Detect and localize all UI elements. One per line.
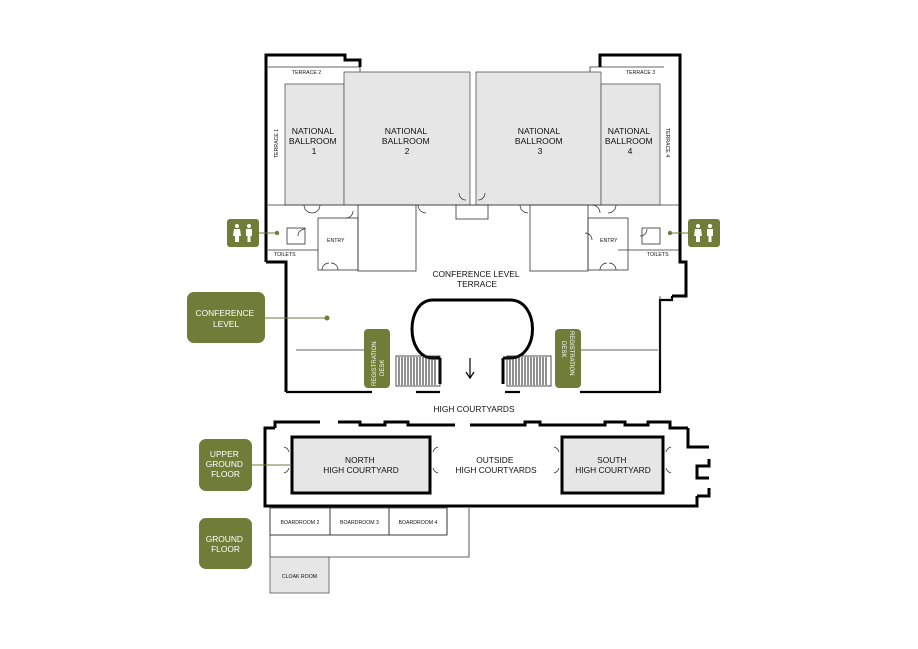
- north-courtyard-line2: HIGH COURTYARD: [323, 465, 399, 475]
- svg-text:CONFERENCE LEVEL: CONFERENCE LEVEL: [196, 308, 257, 329]
- ground-floor-plan: BOARDROOM 2 BOARDROOM 3 BOARDROOM 4 CLOA…: [269, 507, 470, 594]
- cloak-room: [269, 556, 330, 594]
- down-arrow-icon: [465, 358, 475, 380]
- svg-text:UPPER GROUND FLOOR: UPPER GROUND FLOOR: [206, 449, 246, 479]
- svg-text:CONFERENCE LEVEL TERRACE: CONFERENCE LEVEL TERRACE: [432, 269, 521, 289]
- south-high-courtyard: [560, 435, 665, 495]
- ground-floor-badge: GROUND FLOOR: [199, 518, 252, 569]
- registration-desk-left-line2: DESK: [380, 360, 386, 376]
- cloak-room-label: CLOAK ROOM: [282, 574, 317, 580]
- upper-ground-floor-plan: NORTH HIGH COURTYARD SOUTH HIGH COURTYAR…: [263, 420, 711, 508]
- boardroom-4: [388, 507, 448, 536]
- restroom-icon: [233, 224, 252, 242]
- high-courtyards-label: HIGH COURTYARDS: [433, 404, 515, 414]
- ballroom-1-number: 1: [312, 146, 317, 156]
- ballroom-3: [475, 71, 602, 206]
- foyer-block-right: [529, 204, 589, 272]
- svg-text:NATIONAL BALLROOM: NATIONAL BALLROOM 4: [605, 126, 655, 156]
- restroom-icon: [694, 224, 713, 242]
- svg-text:NATIONAL BALLROOM: NATIONAL BALLROOM 1: [289, 126, 339, 156]
- conference-level-line1: CONFERENCE: [196, 308, 255, 318]
- upper-ground-floor-badge: UPPER GROUND FLOOR: [199, 439, 290, 491]
- entry-right-label: ENTRY: [600, 238, 618, 244]
- ballroom-3-line2: BALLROOM: [515, 136, 563, 146]
- svg-text:OUTSIDE HIGH COURTYARDS: OUTSIDE HIGH COURTYARDS: [455, 455, 537, 475]
- svg-text:NATIONAL BALLROOM: NATIONAL BALLROOM 2: [382, 126, 432, 156]
- south-courtyard-line2: HIGH COURTYARD: [575, 465, 651, 475]
- registration-desk-right-line2: DESK: [560, 341, 566, 357]
- conference-level-plan: REGISTRATION DESK REGISTRATION DESK NATI…: [264, 53, 688, 394]
- svg-text:REGISTRATION DESK: REGISTRATION DESK: [560, 331, 574, 377]
- ballroom-1-line1: NATIONAL: [292, 126, 335, 136]
- upper-ground-line1: UPPER: [210, 449, 239, 459]
- stairs-left: [395, 355, 441, 387]
- upper-ground-line2: GROUND: [206, 459, 243, 469]
- restroom-badge-right: [667, 219, 720, 247]
- stairs-right: [506, 355, 552, 387]
- toilets-left-label: TOILETS: [274, 252, 296, 258]
- ballroom-4-line2: BALLROOM: [605, 136, 653, 146]
- ground-floor-line1: GROUND: [206, 534, 243, 544]
- conference-terrace-line2: TERRACE: [457, 279, 497, 289]
- boardroom-2-label: BOARDROOM 2: [281, 520, 320, 526]
- svg-text:NATIONAL BALLROOM: NATIONAL BALLROOM 3: [515, 126, 565, 156]
- terrace-2-label: TERRACE 2: [292, 70, 321, 76]
- conference-level-line2: LEVEL: [213, 319, 239, 329]
- terrace-1-label: TERRACE 1: [274, 129, 280, 158]
- ballroom-4: [600, 83, 661, 206]
- ballroom-3-number: 3: [538, 146, 543, 156]
- svg-text:NORTH HIGH COURTYARD: NORTH HIGH COURTYARD: [323, 455, 399, 475]
- ballroom-1-line2: BALLROOM: [289, 136, 337, 146]
- conference-level-badge: CONFERENCE LEVEL: [187, 292, 330, 343]
- foyer-block-left: [357, 204, 417, 272]
- conference-terrace-line1: CONFERENCE LEVEL: [432, 269, 519, 279]
- ballroom-2-number: 2: [405, 146, 410, 156]
- registration-desk-right-line1: REGISTRATION: [568, 331, 574, 376]
- ballroom-2-line1: NATIONAL: [385, 126, 428, 136]
- registration-desk-left: [364, 329, 390, 388]
- south-courtyard-line1: SOUTH: [597, 455, 626, 465]
- boardroom-3-label: BOARDROOM 3: [340, 520, 379, 526]
- registration-desk-left-line1: REGISTRATION: [372, 341, 378, 386]
- ballroom-4-line1: NATIONAL: [608, 126, 651, 136]
- svg-text:REGISTRATION DESK: REGISTRATION DESK: [372, 340, 386, 386]
- ground-floor-line2: FLOOR: [211, 544, 240, 554]
- north-courtyard-line1: NORTH: [345, 455, 375, 465]
- upper-ground-line3: FLOOR: [211, 469, 240, 479]
- terrace-3-label: TERRACE 3: [626, 70, 655, 76]
- ballroom-2-line2: BALLROOM: [382, 136, 430, 146]
- svg-text:GROUND FLOOR: GROUND FLOOR: [206, 534, 246, 554]
- registration-desk-right: [555, 329, 581, 388]
- outside-courtyards-line1: OUTSIDE: [476, 455, 514, 465]
- boardroom-4-label: BOARDROOM 4: [399, 520, 438, 526]
- north-high-courtyard: [290, 435, 432, 495]
- outside-courtyards-line2: HIGH COURTYARDS: [455, 465, 537, 475]
- entry-left-label: ENTRY: [327, 238, 345, 244]
- terrace-4-label: TERRACE 4: [664, 128, 670, 157]
- svg-text:SOUTH HIGH COURTYARD: SOUTH HIGH COURTYARD: [575, 455, 651, 475]
- ballroom-4-number: 4: [628, 146, 633, 156]
- ballroom-3-line1: NATIONAL: [518, 126, 561, 136]
- ballroom-2: [343, 71, 471, 206]
- restroom-badge-left: [227, 219, 280, 247]
- toilets-right-label: TOILETS: [647, 252, 669, 258]
- ballroom-1: [284, 83, 345, 206]
